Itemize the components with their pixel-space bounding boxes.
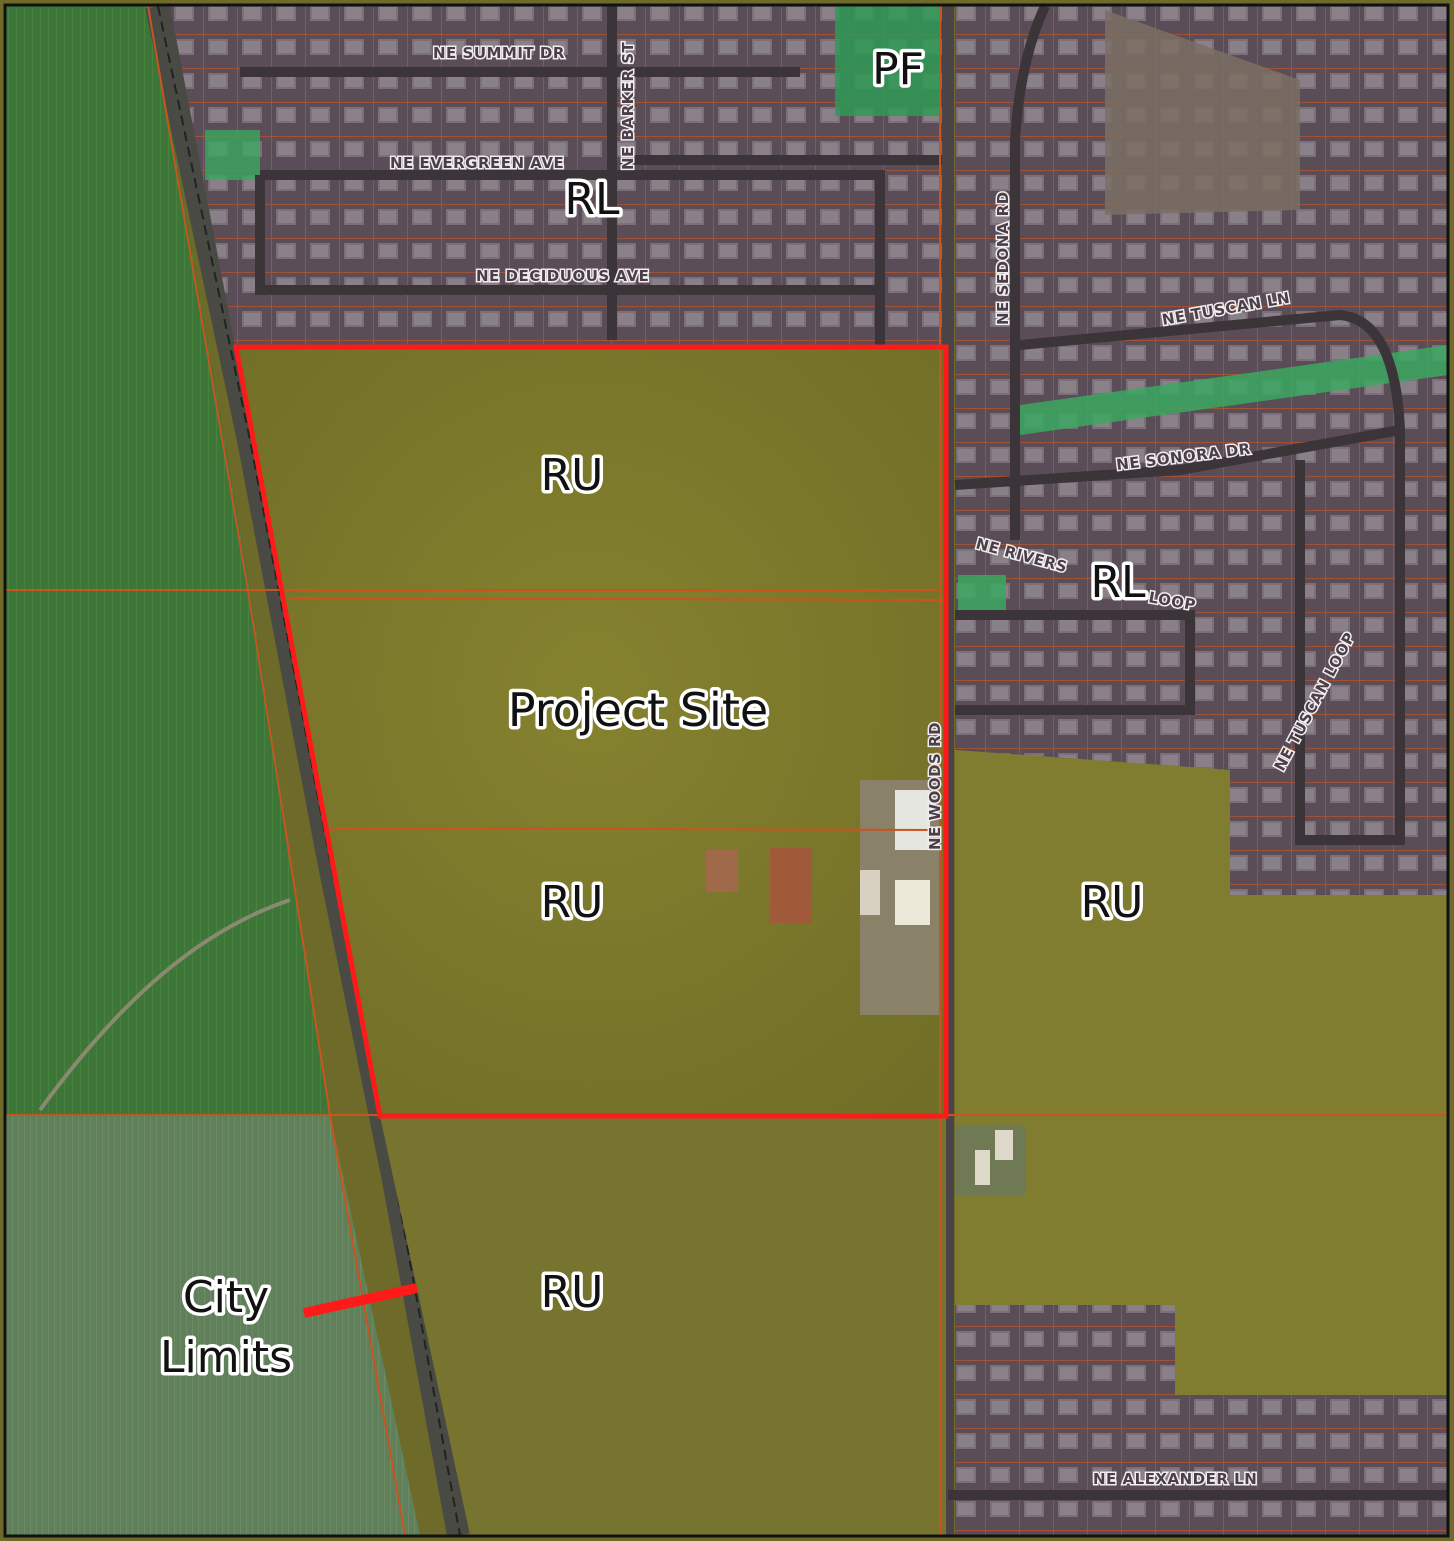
- street-label-barker: NE BARKER ST: [619, 41, 637, 170]
- small-park: [205, 130, 260, 180]
- pocket-park: [958, 575, 1006, 610]
- southwest-field: [6, 1115, 420, 1535]
- street-label-evergreen: NE EVERGREEN AVE: [390, 154, 564, 172]
- city-limits-label-line1: City: [183, 1272, 269, 1323]
- city-limits-label-line2: Limits: [160, 1332, 292, 1383]
- street-label-alexander: NE ALEXANDER LN: [1093, 1470, 1257, 1488]
- farmstead: [706, 780, 940, 1015]
- south-ru-field: [380, 1116, 946, 1535]
- street-label-woods: NE WOODS RD: [926, 722, 944, 850]
- zone-label-ru-site-south: RU: [541, 877, 604, 928]
- east-residential-area: [955, 6, 1448, 895]
- project-site-label: Project Site: [508, 683, 768, 737]
- open-lot: [1105, 10, 1300, 215]
- deciduous-road: [255, 175, 880, 295]
- small-farmhouse: [955, 1125, 1025, 1195]
- project-site-boundary: [232, 344, 949, 1119]
- zone-label-pf: PF: [872, 44, 924, 95]
- sonora-road: [954, 425, 1401, 490]
- zone-label-ru-south: RU: [541, 1267, 604, 1318]
- pf-parcel: [835, 6, 940, 116]
- zone-label-ru-east: RU: [1081, 877, 1144, 928]
- project-site-field: [236, 347, 946, 1116]
- greenway-strip: [1020, 345, 1448, 435]
- farm-track: [38, 898, 291, 1112]
- street-label-summit: NE SUMMIT DR: [433, 44, 565, 62]
- rivers-loop-road: [955, 610, 1195, 715]
- west-farmland: [6, 6, 330, 1115]
- city-limits-leader: [302, 1283, 419, 1318]
- zone-label-rl-north: RL: [564, 174, 620, 225]
- zone-label-ru-site-north: RU: [541, 450, 604, 501]
- east-ru-field: [955, 750, 1448, 1395]
- street-label-sedona: NE SEDONA RD: [994, 191, 1012, 325]
- map-frame-border: [3, 3, 1450, 1538]
- street-label-deciduous: NE DECIDUOUS AVE: [476, 267, 649, 285]
- sedona-road: [1010, 3, 1050, 540]
- zone-label-rl-east: RL: [1090, 557, 1146, 608]
- tuscan-road: [1019, 309, 1405, 845]
- southeast-residential-area: [955, 1305, 1448, 1535]
